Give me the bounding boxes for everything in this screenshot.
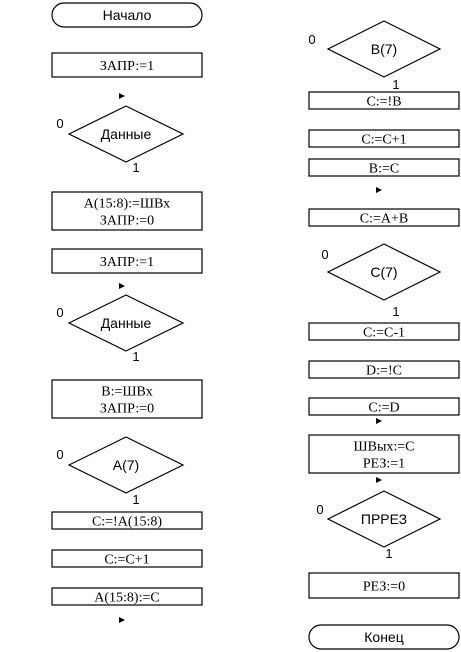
node-text: B:=ШВх — [101, 385, 152, 400]
decision-diamond — [67, 294, 185, 352]
flow-node-n12: C:=C-1 — [308, 322, 460, 341]
arrow-marker — [119, 617, 125, 623]
branch-label-yes: 1 — [132, 160, 139, 175]
node-text: C:=!A(15:8) — [92, 515, 162, 530]
node-text: C:=!B — [366, 95, 401, 110]
decision-diamond — [326, 243, 442, 301]
flow-node-n9: C:=C+1 — [308, 129, 460, 148]
node-text: ПРРЕЗ — [361, 511, 407, 527]
process-box — [308, 322, 460, 341]
flow-node-d3: A(7) 0 1 — [56, 436, 185, 507]
process-box — [308, 572, 460, 599]
flow-node-n11: C:=A+B — [308, 208, 460, 227]
flow-node-n15: ШВых:=C РЕЗ:=1 — [308, 434, 460, 474]
node-text: ЗАПР:=1 — [100, 255, 154, 270]
branch-label-yes: 1 — [392, 304, 399, 319]
process-box — [308, 397, 460, 416]
flow-node-n7: A(15:8):=C — [51, 587, 203, 606]
flow-node-n6: C:=C+1 — [51, 549, 203, 568]
process-box — [308, 434, 460, 474]
node-text: C:=C+1 — [361, 133, 406, 148]
arrow-marker — [376, 418, 382, 424]
process-box — [308, 158, 460, 177]
decision-diamond — [326, 490, 442, 548]
node-text: C(7) — [370, 264, 397, 280]
process-box — [51, 52, 203, 78]
branch-label-no: 0 — [316, 502, 323, 517]
node-text: A(7) — [113, 457, 139, 473]
branch-label-no: 0 — [56, 116, 63, 131]
flow-node-d4: B(7) 0 1 — [308, 20, 442, 92]
flow-node-n16: РЕЗ:=0 — [308, 572, 460, 599]
branch-label-yes: 1 — [132, 349, 139, 364]
branch-label-no: 0 — [321, 247, 328, 262]
node-text: Данные — [101, 126, 152, 142]
branch-label-no: 0 — [56, 305, 63, 320]
arrow-marker — [376, 187, 382, 193]
node-text: ЗАПР:=0 — [100, 402, 154, 417]
process-box — [308, 360, 460, 379]
flow-node-n14: C:=D — [308, 397, 460, 416]
process-box — [51, 511, 203, 530]
decision-diamond — [67, 436, 185, 494]
flow-node-n5: C:=!A(15:8) — [51, 511, 203, 530]
branch-label-yes: 1 — [392, 77, 399, 92]
process-box — [51, 248, 203, 274]
node-text: B(7) — [371, 41, 397, 57]
branch-label-yes: 1 — [132, 492, 139, 507]
flow-node-n13: D:=!C — [308, 360, 460, 379]
terminal-shape — [308, 624, 460, 650]
decision-diamond — [67, 105, 185, 163]
flow-node-end: Конец — [308, 624, 460, 650]
flow-node-n10: B:=C — [308, 158, 460, 177]
node-text: C:=C+1 — [104, 553, 149, 568]
node-text: C:=C-1 — [363, 326, 405, 341]
node-text: A(15:8):=C — [94, 591, 159, 606]
flow-node-d2: Данные 0 1 — [56, 294, 185, 364]
flow-node-d5: C(7) 0 1 — [321, 243, 442, 319]
node-text: C:=A+B — [360, 212, 408, 227]
flow-node-d6: ПРРЕЗ 0 1 — [316, 490, 442, 561]
node-text: РЕЗ:=0 — [363, 580, 405, 595]
node-text: ЗАПР:=0 — [100, 214, 154, 229]
arrow-marker — [119, 283, 125, 289]
process-box — [51, 191, 203, 231]
terminal-shape — [51, 2, 203, 28]
node-text: Данные — [101, 315, 152, 331]
process-box — [308, 129, 460, 148]
process-box — [51, 549, 203, 568]
branch-label-no: 0 — [56, 447, 63, 462]
node-text: D:=!C — [366, 364, 402, 379]
process-box — [51, 379, 203, 419]
branch-label-yes: 1 — [385, 546, 392, 561]
flow-node-n8: C:=!B — [308, 91, 460, 110]
node-text: B:=C — [369, 162, 399, 177]
node-text: ЗАПР:=1 — [100, 59, 154, 74]
process-box — [308, 208, 460, 227]
branch-label-no: 0 — [308, 32, 315, 47]
flow-node-n3: ЗАПР:=1 — [51, 248, 203, 274]
node-text: A(15:8):=ШВх — [84, 197, 170, 212]
process-box — [308, 91, 460, 110]
arrow-marker — [376, 477, 382, 483]
flow-node-n1: ЗАПР:=1 — [51, 52, 203, 78]
node-text: Конец — [364, 629, 403, 645]
decision-diamond — [326, 20, 442, 78]
flow-node-start: Начало — [51, 2, 203, 28]
arrow-marker — [119, 93, 125, 99]
node-text: C:=D — [368, 401, 399, 416]
node-text: Начало — [103, 7, 152, 23]
node-text: ШВых:=C — [354, 440, 415, 455]
process-box — [51, 587, 203, 606]
flow-node-d1: Данные 0 1 — [56, 105, 185, 175]
node-text: РЕЗ:=1 — [363, 457, 405, 472]
